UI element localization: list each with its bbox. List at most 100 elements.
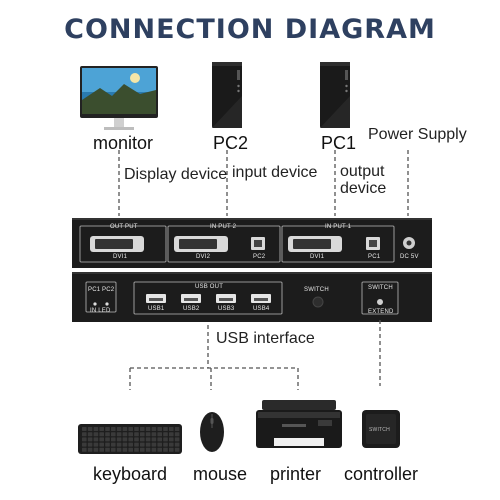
controller-switch-text: SWITCH <box>369 427 390 433</box>
keyboard-key <box>93 437 99 442</box>
keyboard-key <box>163 437 168 442</box>
kvm-rear-panel <box>72 272 432 322</box>
keyboard-key <box>140 432 145 437</box>
keyboard-key <box>122 447 128 452</box>
mouse-label: mouse <box>193 464 248 484</box>
keyboard-key <box>163 432 168 437</box>
kvm-front-panel <box>72 218 432 268</box>
keyboard-key <box>128 432 133 437</box>
monitor-label: monitor <box>93 133 154 153</box>
keyboard-key <box>163 447 168 452</box>
usb1-label: USB1 <box>148 306 165 312</box>
keyboard-key <box>87 437 93 442</box>
usb3-label: USB3 <box>218 306 235 312</box>
keyboard-key <box>122 432 128 437</box>
keyboard-key <box>93 432 99 437</box>
printer-icon <box>256 400 342 448</box>
keyboard-key <box>163 427 168 431</box>
keyboard-key <box>145 427 151 431</box>
keyboard-key <box>151 437 157 442</box>
dvi2-label: DVI2 <box>196 254 211 260</box>
pc2-label: PC2 <box>213 133 249 153</box>
keyboard-key <box>157 442 162 447</box>
dvi1-in-label: DVI1 <box>310 254 325 260</box>
keyboard-key <box>174 432 180 437</box>
keyboard-key <box>174 442 180 447</box>
keyboard-key <box>174 427 180 431</box>
keyboard-key <box>99 447 104 452</box>
keyboard-key <box>82 427 87 431</box>
in-led-label: IN LED <box>90 308 111 314</box>
keyboard-key <box>174 447 180 452</box>
usb2-label: USB2 <box>183 306 200 312</box>
keyboard-key <box>116 432 122 437</box>
keyboard-icon <box>78 424 182 454</box>
keyboard-key <box>145 432 151 437</box>
output-header: OUT PUT <box>110 224 138 230</box>
keyboard-key <box>105 427 110 431</box>
keyboard-key <box>134 442 139 447</box>
bottom-connection-lines <box>129 320 381 390</box>
keyboard-key <box>134 432 139 437</box>
dvi1-out-label: DVI1 <box>113 254 128 260</box>
output-device-label-line1: output <box>340 163 385 180</box>
keyboard-key <box>122 442 128 447</box>
keyboard-key <box>128 427 133 431</box>
mouse-icon <box>200 412 224 452</box>
keyboard-key <box>99 427 104 431</box>
top-connection-lines <box>118 150 409 216</box>
keyboard-key <box>122 437 128 442</box>
controller-icon <box>362 410 400 448</box>
display-device-label: Display device <box>124 166 228 183</box>
usb4-label: USB4 <box>253 306 270 312</box>
keyboard-key <box>87 442 93 447</box>
diagram-title: CONNECTION DIAGRAM <box>64 14 436 45</box>
usb-interface-label: USB interface <box>216 330 315 347</box>
keyboard-key <box>111 437 116 442</box>
keyboard-key <box>128 437 133 442</box>
keyboard-key <box>93 442 99 447</box>
input2-header: IN PUT 2 <box>210 224 237 230</box>
monitor-icon <box>80 66 158 130</box>
keyboard-key <box>116 437 122 442</box>
keyboard-key <box>151 442 157 447</box>
keyboard-key <box>82 447 87 452</box>
keyboard-key <box>99 437 104 442</box>
usb-out-label: USB OUT <box>195 284 224 290</box>
keyboard-key <box>87 432 93 437</box>
pc2-led-label: PC2 <box>102 287 115 293</box>
keyboard-key <box>157 437 162 442</box>
keyboard-key <box>116 427 122 431</box>
switch-label: SWITCH <box>304 287 329 293</box>
keyboard-key <box>82 437 87 442</box>
extend-label: EXTEND <box>368 309 394 315</box>
keyboard-key <box>111 427 116 431</box>
keyboard-key <box>128 442 133 447</box>
keyboard-key <box>105 437 110 442</box>
keyboard-key <box>111 447 116 452</box>
keyboard-key <box>140 447 145 452</box>
keyboard-key <box>157 432 162 437</box>
keyboard-label: keyboard <box>93 464 168 484</box>
keyboard-key <box>169 442 174 447</box>
pc1-label: PC1 <box>321 133 357 153</box>
keyboard-key <box>145 447 151 452</box>
keyboard-key <box>163 442 168 447</box>
pc1-port-label: PC1 <box>368 254 381 260</box>
keyboard-key <box>151 447 157 452</box>
keyboard-key <box>157 447 162 452</box>
pc1-tower-icon <box>320 62 350 128</box>
keyboard-key <box>151 432 157 437</box>
keyboard-key <box>134 427 139 431</box>
keyboard-key <box>122 427 128 431</box>
keyboard-key <box>169 432 174 437</box>
power-supply-label: Power Supply <box>368 126 467 143</box>
keyboard-key <box>169 437 174 442</box>
keyboard-key <box>99 432 104 437</box>
keyboard-key <box>87 427 93 431</box>
keyboard-key <box>93 427 99 431</box>
keyboard-key <box>111 432 116 437</box>
pc2-port-label: PC2 <box>253 254 266 260</box>
pc2-tower-icon <box>212 62 242 128</box>
